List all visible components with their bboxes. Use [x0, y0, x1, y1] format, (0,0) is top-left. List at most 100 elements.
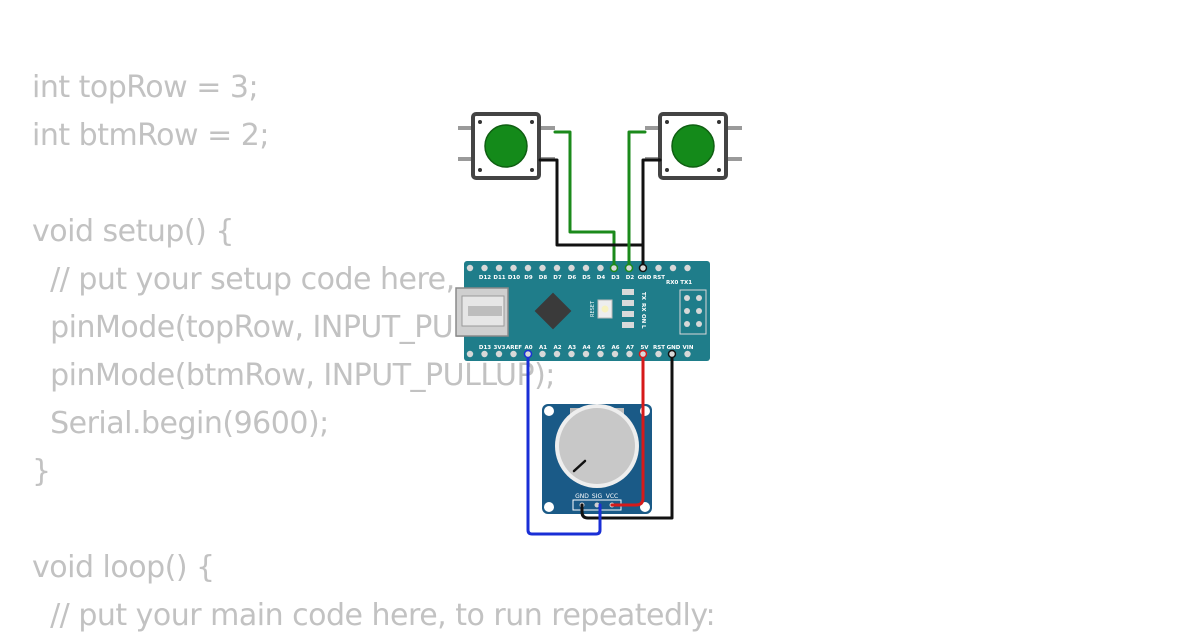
code-line: pinMode(btmRow, INPUT_PULLUP); [32, 358, 555, 393]
wire-end [523, 349, 533, 359]
pot-mount-hole [640, 502, 650, 512]
top-pin-label: D10 [508, 275, 520, 281]
pushbutton-bottom[interactable] [645, 112, 742, 180]
board-pin[interactable] [466, 264, 474, 272]
board-pin[interactable] [510, 350, 517, 358]
board-pin[interactable] [510, 264, 517, 272]
board-pin[interactable] [655, 264, 662, 272]
led-on [622, 311, 634, 317]
wire-end [667, 349, 677, 359]
wire-end [638, 349, 648, 359]
bottom-pin-label: A5 [597, 345, 605, 351]
led-label-on: ON [640, 314, 646, 324]
rx-tx-label: RX0 TX1 [666, 280, 692, 286]
wire-endpoints [523, 263, 677, 359]
top-pin-label: RST [653, 275, 665, 281]
top-pin-label: D3 [611, 275, 620, 281]
pot-knob-indicator [572, 459, 587, 473]
bottom-pin-label: VIN [683, 345, 694, 351]
bottom-pin-label: 3V3 [494, 345, 506, 351]
board-pin[interactable] [553, 264, 561, 272]
icsp-pin [684, 321, 690, 327]
icsp-pin [684, 308, 690, 314]
bottom-pin-label: A3 [568, 345, 576, 351]
board-pin[interactable] [539, 350, 546, 358]
potentiometer-module[interactable]: GND SIG VCC [542, 404, 652, 514]
wire-green-button1-d3[interactable] [553, 130, 616, 270]
board-pin[interactable] [568, 264, 575, 272]
top-pin-label: GND [638, 275, 652, 281]
pot-pin-label-gnd: GND [575, 493, 589, 500]
bottom-pin-label: A0 [524, 345, 532, 351]
wire-black-button2-gnd[interactable] [641, 158, 662, 270]
pushbutton-top[interactable] [458, 112, 555, 180]
button-cap[interactable] [671, 124, 715, 168]
code-line: int btmRow = 2; [32, 118, 269, 153]
wire-black-gnd-pot[interactable] [580, 352, 674, 520]
code-line: void setup() { [32, 214, 234, 249]
board-pin[interactable] [481, 350, 488, 358]
button-corner-dot [717, 120, 721, 124]
bottom-pin-label: GND [667, 345, 681, 351]
board-pin[interactable] [626, 350, 633, 358]
code-line: Serial.begin(9600); [32, 406, 329, 441]
button-leg [458, 126, 474, 130]
button-leg [645, 126, 661, 130]
wire-green-button2-d2[interactable] [627, 130, 647, 270]
board-pin[interactable] [684, 350, 691, 358]
icsp-pins [684, 295, 702, 327]
led-label-tx: TX [640, 292, 646, 301]
button-cap[interactable] [484, 124, 528, 168]
button-corner-dot [530, 168, 534, 172]
wire-blue-a0-sig[interactable] [526, 352, 602, 536]
board-pin[interactable] [655, 350, 662, 358]
board-pin[interactable] [539, 264, 546, 272]
board-pin[interactable] [611, 350, 619, 358]
code-line: void loop() { [32, 550, 215, 585]
usb-port-inner [468, 306, 502, 316]
board-pin[interactable] [495, 350, 503, 358]
button-leg [458, 157, 474, 161]
board-pcb [464, 261, 710, 361]
top-pin-label: D2 [626, 275, 635, 281]
bottom-pin-label: A2 [553, 345, 561, 351]
board-pin[interactable] [495, 264, 503, 272]
pot-pin-label-vcc: VCC [606, 493, 618, 500]
board-pin[interactable] [466, 350, 474, 358]
board-pin[interactable] [582, 350, 590, 358]
icsp-pin [684, 295, 690, 301]
board-pin[interactable] [568, 350, 575, 358]
button-leg [726, 157, 742, 161]
button-corner-dot [665, 120, 669, 124]
button-corner-dot [665, 168, 669, 172]
board-pin[interactable] [684, 264, 691, 272]
top-pin-label: D8 [539, 275, 548, 281]
button-corner-dot [530, 120, 534, 124]
top-pin-label: D12 [479, 275, 491, 281]
microcontroller-chip [534, 292, 572, 330]
led-rx [622, 300, 634, 306]
board-pin[interactable] [524, 264, 532, 272]
reset-label: RESET [590, 300, 596, 317]
board-pin[interactable] [481, 264, 488, 272]
board-pin[interactable] [597, 264, 604, 272]
wires [526, 130, 674, 536]
top-pin-label: D5 [582, 275, 591, 281]
board-pin[interactable] [597, 350, 604, 358]
board-pin[interactable] [553, 350, 561, 358]
bottom-pin-label: A1 [539, 345, 547, 351]
wire-red-5v-vcc[interactable] [610, 352, 645, 507]
pot-pin [594, 502, 600, 508]
board-pin[interactable] [669, 264, 677, 272]
button-leg [726, 126, 742, 130]
icsp-header [679, 289, 707, 335]
pot-knob[interactable] [559, 408, 635, 484]
board-pin[interactable] [582, 264, 590, 272]
bottom-pin-label: 5V [640, 345, 649, 351]
code-editor: int topRow = 3;int btmRow = 2;void setup… [32, 64, 716, 640]
button-corner-dot [717, 168, 721, 172]
top-pin-label: D11 [493, 275, 505, 281]
